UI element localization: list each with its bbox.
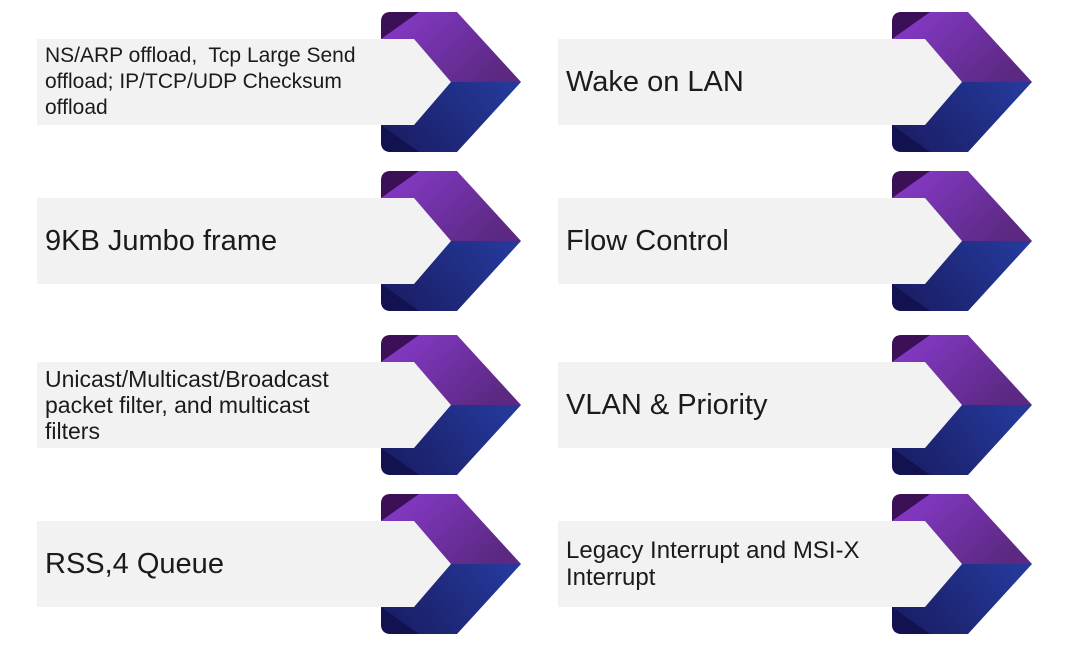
feature-text-line: Interrupt xyxy=(566,564,656,591)
feature-item: RSS,4 Queue xyxy=(37,494,521,634)
feature-text-line: 9KB Jumbo frame xyxy=(45,225,278,257)
feature-text-line: NS/ARP offload, Tcp Large Send xyxy=(45,44,356,67)
feature-text-line: Unicast/Multicast/Broadcast xyxy=(45,366,329,392)
feature-label-bar: RSS,4 Queue xyxy=(37,521,451,607)
feature-label-bar: Legacy Interrupt and MSI-X Interrupt xyxy=(558,521,962,607)
feature-text-line: Flow Control xyxy=(566,225,729,257)
feature-label-bar: Flow Control xyxy=(558,198,962,284)
feature-text-line: offload xyxy=(45,96,108,119)
feature-label-bar: NS/ARP offload, Tcp Large Send offload; … xyxy=(37,39,451,125)
feature-label-bar: VLAN & Priority xyxy=(558,362,962,448)
feature-text-line: offload; IP/TCP/UDP Checksum xyxy=(45,70,342,93)
feature-item: Legacy Interrupt and MSI-X Interrupt xyxy=(558,494,1032,634)
feature-item: 9KB Jumbo frame xyxy=(37,171,521,311)
feature-text-line: RSS,4 Queue xyxy=(45,548,224,580)
feature-label-bar: Unicast/Multicast/Broadcast packet filte… xyxy=(37,362,451,448)
feature-label-bar: Wake on LAN xyxy=(558,39,962,125)
feature-item: Unicast/Multicast/Broadcast packet filte… xyxy=(37,335,521,475)
feature-item: Flow Control xyxy=(558,171,1032,311)
feature-label-bar: 9KB Jumbo frame xyxy=(37,198,451,284)
feature-item: NS/ARP offload, Tcp Large Send offload; … xyxy=(37,12,521,152)
feature-item: VLAN & Priority xyxy=(558,335,1032,475)
feature-text-line: VLAN & Priority xyxy=(566,389,768,421)
feature-item: Wake on LAN xyxy=(558,12,1032,152)
feature-text-line: packet filter, and multicast xyxy=(45,392,310,418)
feature-text-line: Legacy Interrupt and MSI-X xyxy=(566,537,860,564)
feature-text-line: filters xyxy=(45,418,100,444)
feature-text-line: Wake on LAN xyxy=(566,66,744,98)
